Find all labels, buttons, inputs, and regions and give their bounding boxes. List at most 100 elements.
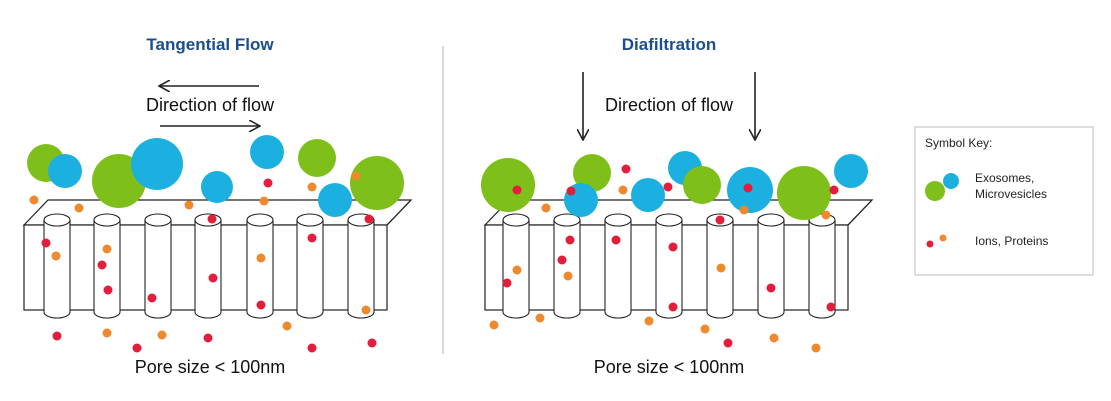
ion-particle <box>97 260 107 270</box>
membrane-pore <box>43 213 71 319</box>
microvesicle-particle <box>350 156 404 210</box>
key-red-dot-icon <box>926 240 934 248</box>
ion-particle <box>307 233 317 243</box>
diafiltration-panel: Diafiltration Direction of flow Pore siz… <box>481 35 874 377</box>
ion-particle <box>41 238 51 248</box>
membrane-pore <box>655 213 683 319</box>
exosome-particle <box>131 138 183 190</box>
protein-particle <box>489 320 499 330</box>
key-microvesicles-label: Microvesicles <box>975 187 1047 201</box>
membrane-pore <box>194 213 222 319</box>
protein-particle <box>618 185 628 195</box>
ion-particle <box>663 182 673 192</box>
protein-particle <box>739 205 749 215</box>
membrane-pore <box>808 213 836 319</box>
ion-particle <box>557 255 567 265</box>
protein-particle <box>74 203 84 213</box>
protein-particle <box>700 324 710 334</box>
protein-particle <box>282 321 292 331</box>
exosome-particle <box>318 183 352 217</box>
exosome-particle <box>48 154 82 188</box>
ion-particle <box>668 242 678 252</box>
membrane-pore <box>706 213 734 319</box>
ion-particle <box>208 273 218 283</box>
ion-particle <box>668 302 678 312</box>
ion-particle <box>52 331 62 341</box>
protein-particle <box>184 200 194 210</box>
protein-particle <box>259 196 269 206</box>
ion-particle <box>565 235 575 245</box>
exosome-particle <box>631 178 665 212</box>
protein-particle <box>541 203 551 213</box>
exosome-particle <box>834 154 868 188</box>
exosome-particle <box>250 135 284 169</box>
protein-particle <box>307 182 317 192</box>
symbol-key: Symbol Key: Exosomes, Microvesicles Ions… <box>914 126 1094 276</box>
symbol-key-title: Symbol Key: <box>925 136 992 150</box>
ion-particle <box>132 343 142 353</box>
protein-particle <box>821 210 831 220</box>
ion-particle <box>621 164 631 174</box>
membrane-pore <box>93 213 121 319</box>
key-green-circle-icon <box>925 181 945 201</box>
ion-particle <box>502 278 512 288</box>
protein-particle <box>256 253 266 263</box>
key-ions-proteins-label: Ions, Proteins <box>975 234 1048 248</box>
ion-particle <box>364 214 374 224</box>
protein-particle <box>512 265 522 275</box>
ion-particle <box>207 214 217 224</box>
ion-particle <box>766 283 776 293</box>
exosome-particle <box>201 171 233 203</box>
protein-particle <box>535 313 545 323</box>
protein-particle <box>157 330 167 340</box>
membrane-side <box>386 199 412 226</box>
protein-particle <box>351 171 361 181</box>
symbol-key-box <box>914 126 1094 276</box>
ion-particle <box>826 302 836 312</box>
membrane-pore <box>553 213 581 319</box>
diafiltration-title: Diafiltration <box>622 35 716 54</box>
membrane-pore <box>144 213 172 319</box>
membrane-pore <box>296 213 324 319</box>
key-blue-circle-icon <box>943 173 959 189</box>
tangential-flow-panel: Tangential Flow Direction of flow Pore s… <box>22 35 413 377</box>
protein-particle <box>716 263 726 273</box>
ion-particle <box>715 215 725 225</box>
protein-particle <box>102 244 112 254</box>
protein-particle <box>29 195 39 205</box>
ion-particle <box>147 293 157 303</box>
membrane-side <box>847 199 873 226</box>
ion-particle <box>307 343 317 353</box>
key-exosomes-label: Exosomes, <box>975 171 1034 185</box>
left-pore-size-label: Pore size < 100nm <box>135 357 286 377</box>
protein-particle <box>563 271 573 281</box>
ion-particle <box>367 338 377 348</box>
protein-particle <box>102 328 112 338</box>
left-membrane <box>22 199 413 319</box>
ion-particle <box>256 300 266 310</box>
protein-particle <box>361 305 371 315</box>
ion-particle <box>566 186 576 196</box>
protein-particle <box>644 316 654 326</box>
microvesicle-particle <box>683 166 721 204</box>
microvesicle-particle <box>481 158 535 212</box>
right-flow-label: Direction of flow <box>605 95 734 115</box>
microvesicle-particle <box>573 154 611 192</box>
ion-particle <box>263 178 273 188</box>
ion-particle <box>611 235 621 245</box>
microvesicle-particle <box>777 166 831 220</box>
key-orange-dot-icon <box>939 234 947 242</box>
left-particles <box>27 135 404 353</box>
microvesicle-particle <box>298 139 336 177</box>
membrane-pore <box>757 213 785 319</box>
membrane-pore <box>347 213 375 319</box>
left-flow-label: Direction of flow <box>146 95 275 115</box>
ion-particle <box>723 338 733 348</box>
protein-particle <box>811 343 821 353</box>
membrane-pore <box>604 213 632 319</box>
ion-particle <box>203 333 213 343</box>
right-pore-size-label: Pore size < 100nm <box>594 357 745 377</box>
right-particles <box>481 151 868 353</box>
right-membrane <box>483 199 874 319</box>
